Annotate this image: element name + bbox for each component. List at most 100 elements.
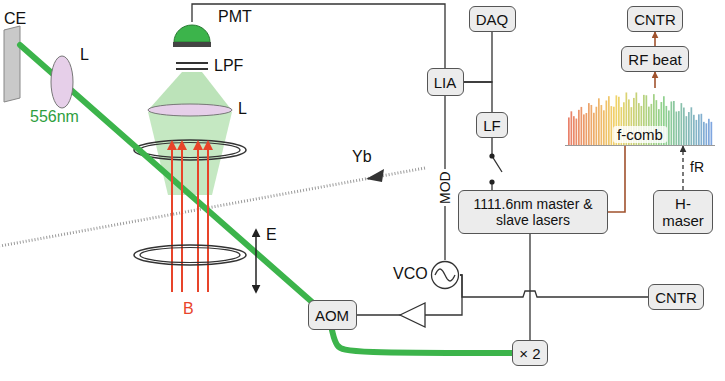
box-label: AOM xyxy=(315,307,349,324)
signal-label: MOD xyxy=(437,170,452,207)
connector xyxy=(464,32,493,82)
pmt-window xyxy=(174,25,210,42)
comb-tooth xyxy=(588,103,590,146)
lens xyxy=(51,56,73,108)
part-label: CE xyxy=(4,10,26,28)
field-arrow xyxy=(181,142,183,292)
comb-tooth xyxy=(606,100,608,146)
box-label: H-maser xyxy=(660,195,706,230)
node-label: PMT xyxy=(218,8,252,26)
coil-ring xyxy=(140,143,240,158)
node-shape xyxy=(430,260,460,290)
filter xyxy=(176,62,208,64)
node-label: VCO xyxy=(393,265,428,283)
comb-tooth xyxy=(601,105,603,146)
connector xyxy=(654,32,656,46)
box-label: × 2 xyxy=(519,345,540,362)
box-label: DAQ xyxy=(476,11,509,28)
comb-tooth xyxy=(711,122,713,146)
field-arrow xyxy=(197,142,199,292)
part-label: LPF xyxy=(214,57,243,75)
node-label: f-comb xyxy=(613,126,667,143)
box-label: LF xyxy=(483,117,501,134)
part-label: B xyxy=(183,300,194,318)
comb-tooth xyxy=(691,107,693,146)
part-label: E xyxy=(266,226,277,244)
comb-tooth xyxy=(678,111,680,146)
comb-tooth xyxy=(668,110,670,146)
comb-tooth xyxy=(596,107,598,146)
part-label: 556nm xyxy=(30,108,79,126)
box-label: CNTR xyxy=(655,289,697,306)
box-label: 1111.6nm master & slave lasers xyxy=(465,196,601,228)
part-label: L xyxy=(80,46,89,64)
process-box: DAQ xyxy=(469,6,516,32)
comb-tooth xyxy=(688,112,690,146)
connector xyxy=(682,146,683,190)
comb-tooth xyxy=(681,103,683,146)
process-box: AOM xyxy=(308,300,357,330)
detector-symbol: PMT xyxy=(170,22,214,48)
comb-tooth xyxy=(686,116,688,146)
comb-tooth xyxy=(701,114,703,146)
comb-tooth xyxy=(591,105,593,146)
polarization-arrow xyxy=(255,230,257,292)
fluorescence-light xyxy=(148,112,232,195)
part-label: L xyxy=(238,100,247,118)
oscillator-symbol: VCO xyxy=(430,260,460,290)
comb-tooth xyxy=(603,110,605,146)
pmt-base xyxy=(173,42,211,47)
connector xyxy=(464,82,493,112)
comb-tooth xyxy=(573,116,575,146)
filter xyxy=(176,68,208,70)
process-box: CNTR xyxy=(627,6,683,32)
connector xyxy=(332,330,512,353)
sine-symbol xyxy=(435,269,455,281)
comb-tooth xyxy=(581,107,583,146)
comb-tooth xyxy=(671,101,673,146)
comb-tooth xyxy=(593,113,595,146)
box-label: LIA xyxy=(434,74,457,91)
comb-tooth xyxy=(693,115,695,146)
connector xyxy=(529,234,530,340)
lens xyxy=(148,104,232,116)
comb-tooth xyxy=(698,114,700,146)
connector xyxy=(608,146,625,212)
coil-ring xyxy=(140,248,240,263)
process-box: LF xyxy=(476,112,508,138)
atomic-beam-arrow xyxy=(366,169,384,182)
comb-tooth xyxy=(576,119,578,146)
comb-tooth xyxy=(708,119,710,146)
comb-tooth xyxy=(571,111,573,146)
box-label: CNTR xyxy=(634,11,676,28)
ce-plate xyxy=(4,26,20,102)
comb-tooth xyxy=(608,96,610,146)
signal-label: fR xyxy=(688,160,706,175)
node-shape xyxy=(170,22,214,48)
switch-contact xyxy=(489,153,494,158)
process-box: × 2 xyxy=(512,340,548,366)
comb-tooth xyxy=(706,123,708,146)
comb-tooth xyxy=(611,106,613,146)
laser-beam xyxy=(20,45,312,302)
process-box: H-maser xyxy=(653,190,713,234)
atomic-beam xyxy=(0,168,425,246)
part-label: Yb xyxy=(352,148,372,166)
comb-tooth xyxy=(683,108,685,146)
comb-tooth xyxy=(598,98,600,146)
comb-spectrum: f-comb xyxy=(565,88,715,146)
fluorescence-light xyxy=(150,72,230,108)
box-label: RF beat xyxy=(628,51,681,68)
comb-tooth xyxy=(583,114,585,146)
comb-tooth xyxy=(568,117,570,146)
comb-tooth xyxy=(703,122,705,146)
field-arrow xyxy=(171,142,173,292)
connector xyxy=(460,275,648,297)
comb-tooth xyxy=(676,112,678,146)
process-box: LIA xyxy=(427,68,464,96)
comb-axis xyxy=(565,145,715,146)
